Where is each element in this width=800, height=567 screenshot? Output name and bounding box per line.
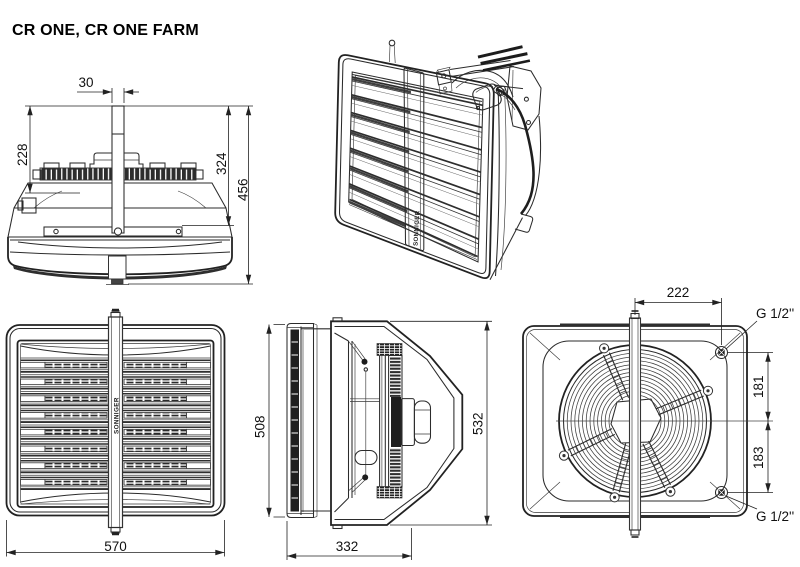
side-view-shroud <box>330 317 464 530</box>
side-view-body <box>301 328 380 513</box>
dim-bracket-width: 30 <box>77 75 139 103</box>
dim-label-324: 324 <box>214 152 229 175</box>
top-view-screws <box>43 162 197 170</box>
back-view-bracket <box>628 310 642 538</box>
callout-g12-bottom: G 1/2'' <box>725 495 794 524</box>
back-view-connectors <box>714 345 729 500</box>
top-view-body <box>7 182 233 285</box>
dim-183: 183 <box>728 421 773 493</box>
back-view-fan <box>556 343 773 503</box>
top-view: 30 228 324 456 <box>7 75 253 285</box>
dim-width-570: 570 <box>6 520 225 557</box>
connector-bottom <box>714 485 729 500</box>
dim-label-508: 508 <box>253 415 268 438</box>
iso-louvers <box>348 74 483 260</box>
brand-label-front: SONNIGER <box>114 397 121 434</box>
fan-grille-spokes <box>558 343 714 503</box>
isometric-view: SONNIGER <box>334 39 542 281</box>
iso-top-bracket <box>388 39 531 95</box>
dim-label-222: 222 <box>667 285 690 300</box>
front-view-bracket: SONNIGER <box>107 308 124 536</box>
dim-height-508: 508 <box>253 324 285 518</box>
dim-label-456: 456 <box>236 178 251 201</box>
side-view-front-panel <box>286 322 318 519</box>
top-view-bracket <box>111 105 125 236</box>
dim-height-532: 532 <box>390 320 492 526</box>
dim-label-30: 30 <box>78 75 93 90</box>
side-view-motor <box>348 341 432 499</box>
dim-181: 181 <box>728 352 773 421</box>
dim-depth-332: 332 <box>286 521 412 560</box>
brand-label-iso: SONNIGER <box>413 210 422 246</box>
dim-label-570: 570 <box>104 539 127 554</box>
iso-wall-plate <box>506 65 542 131</box>
g12-top-label: G 1/2'' <box>756 306 794 321</box>
iso-center-bar: SONNIGER <box>403 67 425 252</box>
g12-bottom-label: G 1/2'' <box>756 509 794 524</box>
back-view: 222 G 1/2'' G 1/2'' 181 183 <box>522 285 794 538</box>
callout-g12-top: G 1/2'' <box>725 306 794 350</box>
dim-height-228: 228 <box>15 106 80 194</box>
dim-label-532: 532 <box>471 412 486 435</box>
dim-height-324: 324 <box>182 106 234 226</box>
dim-label-332: 332 <box>336 539 359 554</box>
iso-shroud-top <box>451 69 514 111</box>
connector-top <box>714 345 729 360</box>
page-title: CR ONE, CR ONE FARM <box>12 22 199 39</box>
dim-height-456: 456 <box>128 106 253 285</box>
dim-label-183: 183 <box>751 446 766 469</box>
dim-label-181: 181 <box>751 375 766 398</box>
iso-cable <box>492 84 535 215</box>
front-view: SONNIGER 570 <box>5 308 226 557</box>
dim-label-228: 228 <box>15 143 30 166</box>
side-view: 508 532 332 <box>253 317 492 560</box>
dim-offset-222: 222 <box>634 285 722 345</box>
